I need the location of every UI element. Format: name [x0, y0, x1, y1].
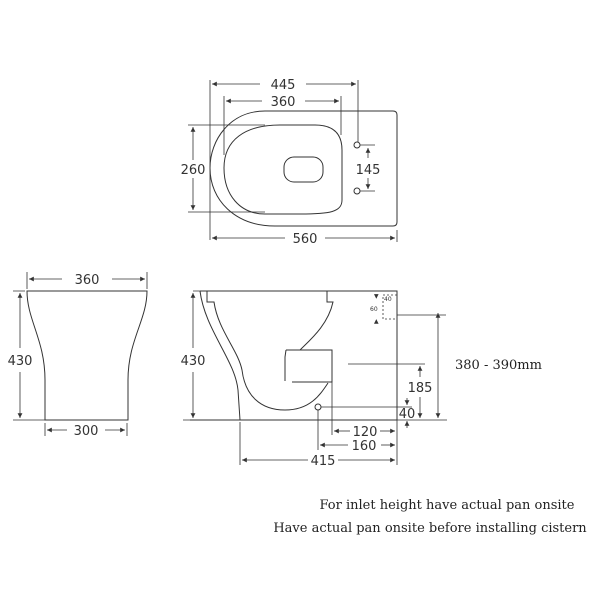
dim-445: 445 — [271, 78, 296, 93]
front-view: 360 430 300 — [8, 272, 148, 439]
inlet-box — [382, 294, 398, 320]
pan-outline-front — [26, 290, 148, 421]
dim-40: 40 — [399, 407, 416, 422]
outlet-hole — [314, 403, 322, 411]
dim-260: 260 — [181, 163, 206, 178]
dim-380-390: 380 - 390mm — [455, 358, 542, 373]
dim-415: 415 — [311, 454, 336, 469]
fixing-hole — [353, 187, 361, 195]
note-install-cistern: Have actual pan onsite before installing… — [273, 521, 587, 536]
dim-430-front: 430 — [8, 354, 33, 369]
dim-160: 160 — [352, 439, 377, 454]
svg-text:▼: ▼ — [374, 293, 379, 300]
note-inlet-height: For inlet height have actual pan onsite — [320, 498, 575, 513]
trap-outline — [206, 291, 334, 411]
seat-outline — [223, 124, 343, 215]
dim-185: 185 — [408, 381, 433, 396]
bowl-opening — [283, 156, 324, 183]
dim-120: 120 — [353, 425, 378, 440]
svg-text:▲: ▲ — [374, 318, 379, 325]
dim-560: 560 — [293, 232, 318, 247]
fixing-hole — [353, 141, 361, 149]
dim-360: 360 — [271, 95, 296, 110]
dim-430-side: 430 — [181, 354, 206, 369]
top-view: 445 360 260 145 560 — [181, 78, 398, 247]
side-view: 40 60 ▼▲ 430 380 - 390mm 185 40 120 160 … — [181, 290, 542, 469]
pan-outline-side — [190, 290, 398, 421]
dim-40-small: 40 — [384, 296, 392, 303]
dim-145: 145 — [356, 163, 381, 178]
dim-60-small: 60 — [370, 306, 378, 313]
dim-300: 300 — [74, 424, 99, 439]
dim-360-front: 360 — [75, 273, 100, 288]
